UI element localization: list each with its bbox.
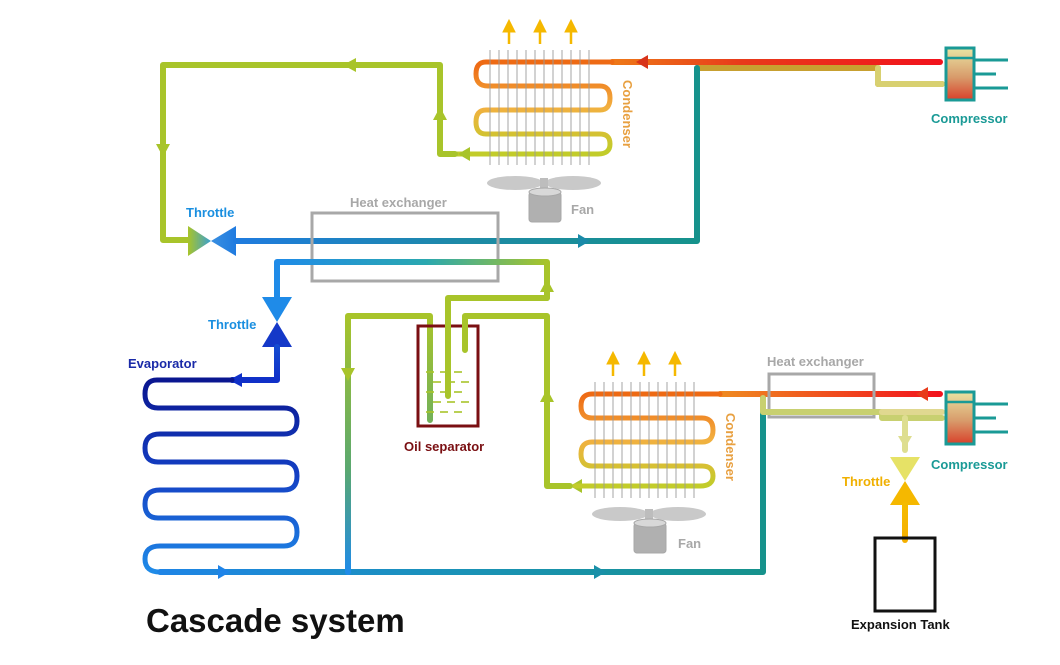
expansion-tank-box (873, 536, 937, 613)
evaporator-label: Evaporator (128, 356, 197, 371)
evap-inlet-arrow (229, 373, 242, 387)
top-suction-pipe (694, 65, 945, 243)
heat-exchanger-top-label: Heat exchanger (350, 195, 447, 210)
fan-top-label: Fan (571, 202, 595, 217)
compressor-bottom (944, 390, 1008, 446)
oil-sep-inlet (445, 295, 550, 399)
heat-exchanger-bottom-label: Heat exchanger (767, 354, 864, 369)
top-suction-tail (875, 65, 945, 87)
condenser-top-fins (489, 50, 590, 165)
throttle-top-valve (188, 226, 236, 256)
top-arrow-down (156, 144, 170, 157)
diagram-title: Cascade system (146, 602, 405, 639)
top-hx-line (233, 65, 700, 244)
top-discharge-arrow (636, 55, 648, 69)
condenser-bottom-fins (594, 382, 695, 498)
to-evaporator-line (229, 344, 280, 383)
fan-bottom (592, 507, 706, 554)
condenser-bottom-label: Condenser (723, 413, 738, 481)
throttle-bottom-valve (890, 457, 920, 505)
top-arrow-into-cond (458, 147, 470, 161)
top-liquid-line (160, 62, 458, 243)
bottom-arrow-2 (594, 565, 606, 579)
heat-arrows-bottom (606, 350, 682, 376)
oil-separator-label: Oil separator (404, 439, 485, 454)
condenser-bottom-coil (572, 391, 723, 489)
bottom-arrow-1 (218, 565, 230, 579)
heat-exchanger-top-box (310, 211, 500, 283)
throttle-top-label: Throttle (186, 205, 235, 220)
compressor-top (944, 46, 1008, 102)
condenser-top-label: Condenser (620, 80, 635, 148)
oil-sep-right-loop (462, 313, 573, 489)
evaporator-coil (142, 377, 353, 575)
oil-sep-left-drop (345, 313, 433, 575)
heat-exchanger-bottom-box (767, 372, 876, 419)
expansion-tank-label: Expansion Tank (851, 617, 950, 632)
right-loop-arrow-up (540, 389, 554, 402)
top-arrow-up (433, 107, 447, 120)
bottom-return-line (157, 395, 766, 575)
heat-arrows-top (502, 18, 578, 44)
top-hx-arrow (578, 234, 590, 248)
throttle-mid-label: Throttle (208, 317, 257, 332)
condenser-top-coil (452, 59, 615, 157)
throttle-mid-valve (262, 297, 292, 347)
bottom-throttle-arrow-down (898, 436, 912, 448)
top-arrow-left (343, 58, 356, 72)
bottom-discharge-arrow (916, 387, 928, 401)
mid-hx-arrow-up (540, 279, 554, 292)
fan-bottom-label: Fan (678, 536, 702, 551)
fan-top (487, 176, 601, 223)
throttle-bottom-label: Throttle (842, 474, 891, 489)
compressor-bottom-label: Compressor (931, 457, 1008, 472)
compressor-top-label: Compressor (931, 111, 1008, 126)
left-drop-arrow (341, 368, 355, 381)
